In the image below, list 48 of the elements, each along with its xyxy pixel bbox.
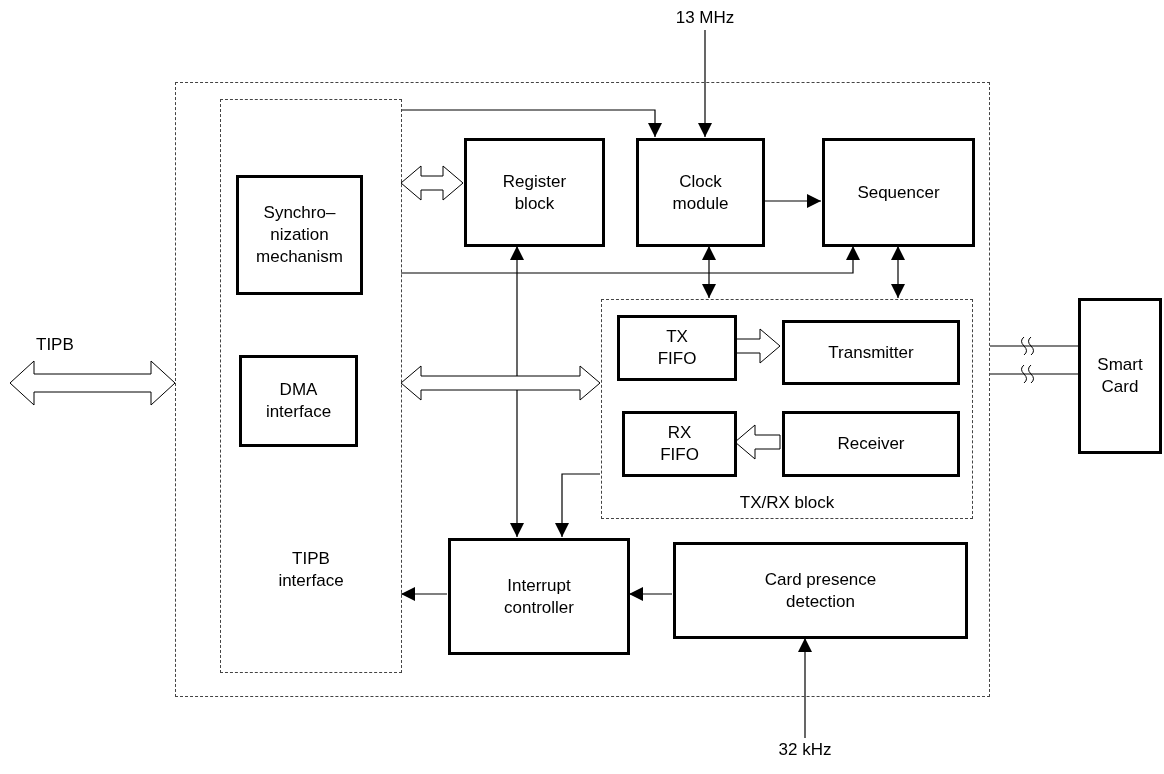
block-box: [782, 320, 960, 385]
arrow: [400, 109, 662, 138]
block-label: Sequencer: [856, 181, 941, 204]
block-label: Receiver: [836, 433, 906, 455]
block-label: Interrupt controller: [503, 574, 575, 619]
arrow: [698, 29, 712, 138]
block-box: [1078, 298, 1162, 454]
bus-arrow: [400, 365, 601, 401]
bus-arrow: [734, 424, 781, 460]
block-box: [636, 138, 765, 247]
block-label: 32 kHz: [777, 739, 833, 761]
block-box: [448, 538, 630, 655]
bus-arrow: [734, 328, 781, 364]
block-box: [782, 411, 960, 477]
arrow: [510, 245, 524, 538]
interface-group: [220, 99, 402, 673]
block-label: TX/RX block: [738, 492, 836, 514]
block-box: [464, 138, 605, 247]
edge-label: TIPB: [36, 334, 74, 356]
block-label: Card presence detection: [763, 568, 878, 613]
block-label: TX FIFO: [656, 326, 698, 370]
block-label: TIPB interface: [277, 548, 345, 592]
block-label: RX FIFO: [659, 422, 700, 466]
block-label: Transmitter: [827, 341, 915, 364]
arrow: [555, 473, 601, 538]
bus-arrow: [400, 165, 464, 201]
block-label: DMA interface: [264, 379, 333, 423]
arrow: [763, 194, 822, 208]
arrow: [798, 637, 812, 739]
block-label: Register block: [501, 170, 568, 215]
arrow: [702, 245, 716, 299]
arrow: [400, 245, 860, 274]
block-label: Smart Card: [1096, 354, 1144, 398]
block-box: [622, 411, 737, 477]
block-label: Clock module: [671, 170, 730, 215]
arrow: [891, 245, 905, 299]
arrow: [628, 587, 673, 601]
block-box: [617, 315, 737, 381]
block-label: 13 MHz: [674, 7, 736, 29]
block-label: Synchro– nization mechanism: [255, 202, 344, 268]
block-box: [239, 355, 358, 447]
system-boundary: [175, 82, 990, 697]
block-box: [822, 138, 975, 247]
arrow: [400, 587, 448, 601]
block-box: [236, 175, 363, 295]
block-group: [601, 299, 973, 519]
block-box: [673, 542, 968, 639]
bus-arrow: [9, 360, 176, 406]
